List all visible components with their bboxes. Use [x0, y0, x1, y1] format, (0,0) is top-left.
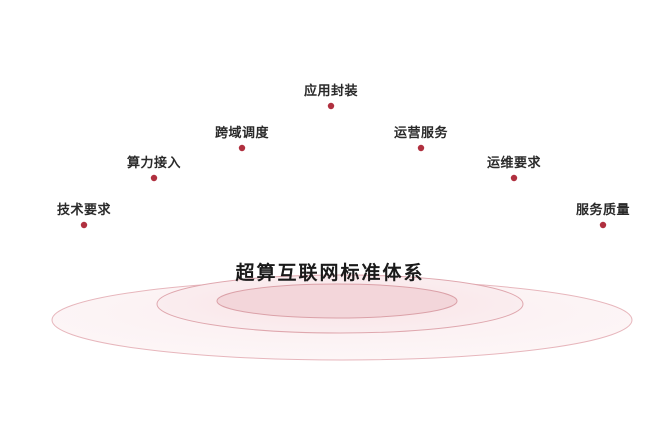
pillar-label: 应用封装 — [303, 84, 359, 99]
diagram-title: 超算互联网标准体系 — [235, 262, 425, 284]
pillar-label: 跨域调度 — [214, 126, 270, 141]
pillar-dot-icon — [238, 144, 246, 152]
pillar-label: 运营服务 — [393, 126, 449, 141]
pillar-dot-icon — [599, 221, 607, 229]
pillar-dot-icon — [417, 144, 425, 152]
pillar-label: 算力接入 — [126, 156, 182, 171]
pillar-label: 运维要求 — [486, 156, 542, 171]
pillar-dot-icon — [327, 102, 335, 110]
pillar-label: 服务质量 — [575, 203, 631, 218]
inner-ring — [216, 283, 458, 319]
pillar-dot-icon — [80, 221, 88, 229]
pillar-dot-icon — [510, 174, 518, 182]
pillar-dot-icon — [150, 174, 158, 182]
pillar-label: 技术要求 — [56, 203, 112, 218]
